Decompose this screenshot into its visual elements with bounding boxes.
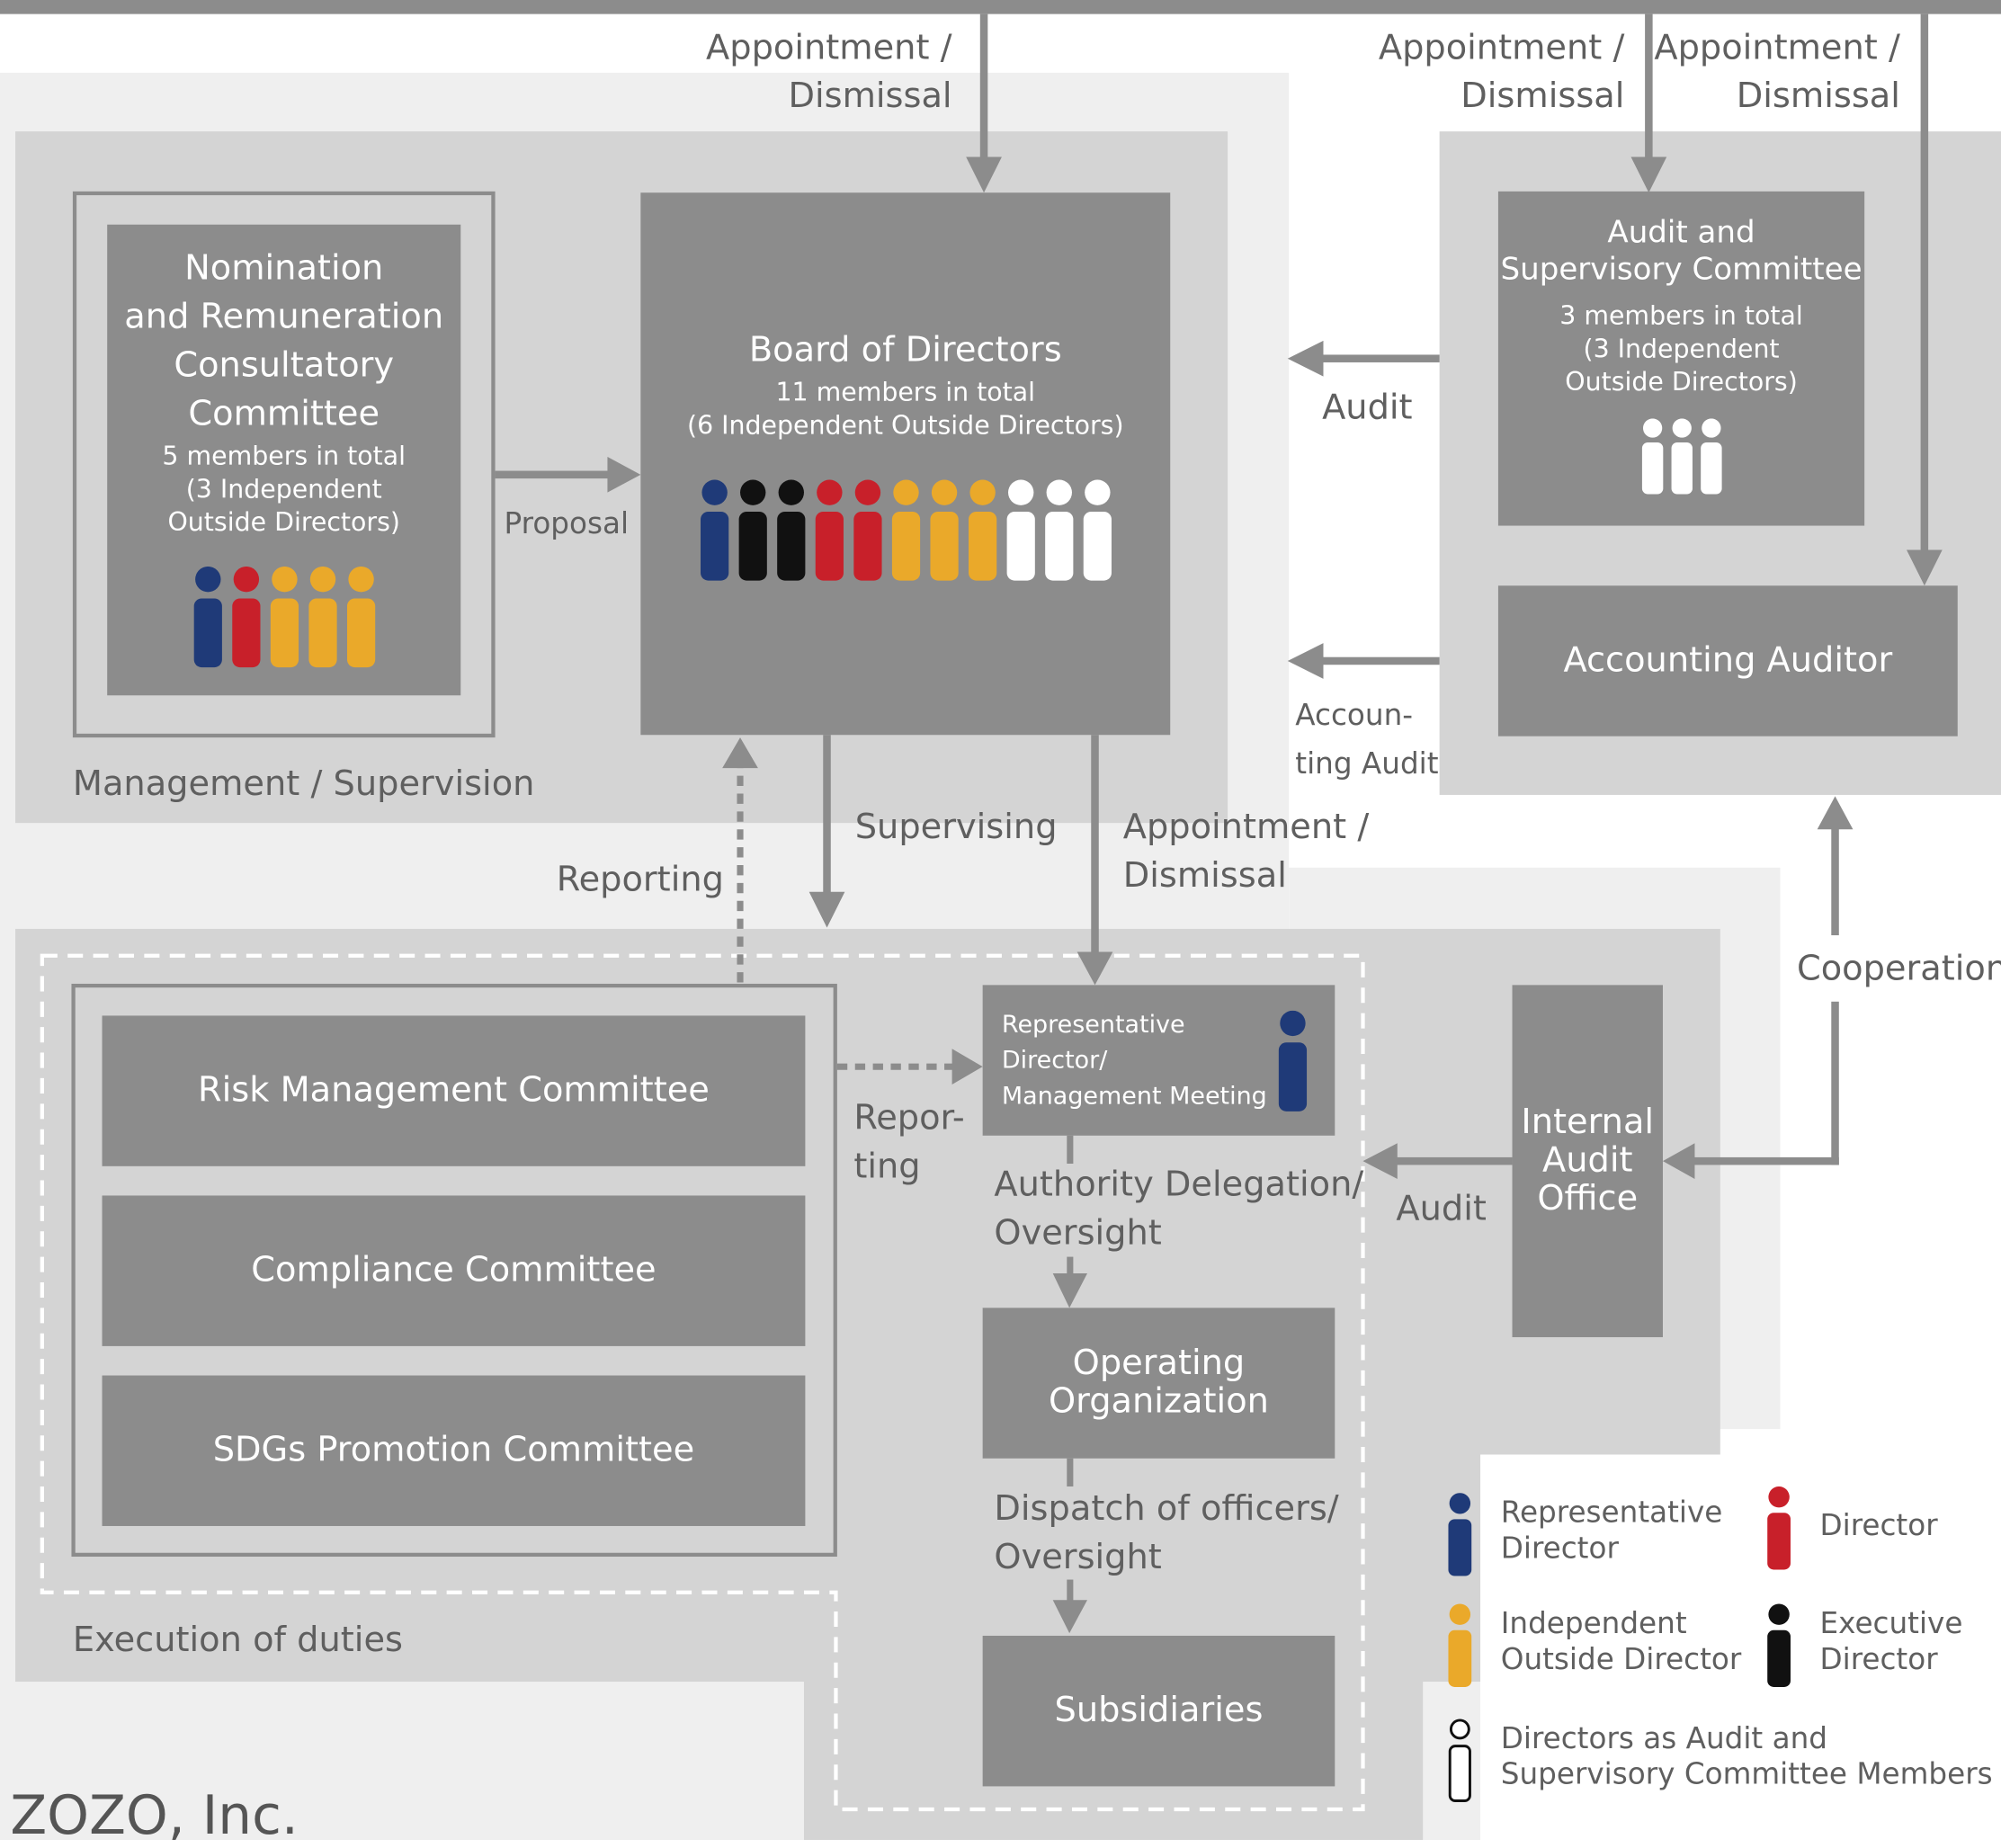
management-section-label: Management / Supervision <box>72 763 535 804</box>
risk-management-label: Risk Management Committee <box>198 1070 710 1111</box>
label-audit-top: Audit <box>1322 388 1413 428</box>
accounting-auditor-label: Accounting Auditor <box>1563 640 1893 681</box>
audit-member-outline-person-icon <box>1448 1719 1471 1802</box>
legend-icon-representative <box>1447 1493 1472 1582</box>
representative-person-icon <box>192 566 222 668</box>
director-person-icon <box>1767 1486 1791 1570</box>
sdgs-label: SDGs Promotion Committee <box>212 1430 695 1470</box>
audit-member-person-icon <box>1083 479 1112 581</box>
execution-section-label: Execution of duties <box>72 1620 403 1660</box>
audit-member-person-icon <box>1044 479 1073 581</box>
internal-audit-label: Internal Audit Office <box>1521 1102 1655 1219</box>
top-rule <box>0 0 2001 14</box>
audit-committee-title: Audit and Supervisory Committee <box>1500 214 1863 288</box>
internal-audit-office: Internal Audit Office <box>1512 985 1663 1337</box>
director-person-icon <box>853 479 881 581</box>
independent-person-icon <box>346 566 375 668</box>
board-figures <box>699 479 1112 582</box>
label-dispatch: Dispatch of officers/ Oversight <box>994 1488 1339 1577</box>
legend-label-representative: Representative Director <box>1500 1496 1723 1566</box>
representative-person-icon <box>1448 1493 1472 1576</box>
compliance-label: Compliance Committee <box>251 1250 657 1290</box>
director-person-icon <box>231 566 260 668</box>
legend-area <box>1480 1454 2001 1840</box>
nomination-title: Nomination and Remuneration Consultatory… <box>124 248 444 434</box>
operating-organization: Operating Organization <box>982 1308 1335 1459</box>
nomination-frame <box>72 191 496 738</box>
committees-frame <box>71 983 837 1558</box>
director-person-icon <box>815 479 844 581</box>
legend-icon-director <box>1766 1486 1791 1576</box>
label-reporting: Reporting <box>556 860 724 900</box>
operating-org-label: Operating Organization <box>1048 1344 1269 1422</box>
label-reporting-small: Repor- ting <box>853 1098 965 1187</box>
label-cooperation: Cooperation <box>1796 949 2001 989</box>
executive-person-icon <box>1767 1603 1791 1687</box>
compliance-committee: Compliance Committee <box>102 1195 806 1346</box>
legend-label-independent: Independent Outside Director <box>1500 1607 1742 1677</box>
subsidiaries-label: Subsidiaries <box>1054 1690 1264 1730</box>
label-audit-bottom: Audit <box>1396 1189 1487 1229</box>
label-appointment-top-left: Appointment / Dismissal <box>706 28 952 117</box>
independent-person-icon <box>308 566 336 668</box>
legend-label-director: Director <box>1819 1509 1938 1543</box>
audit-committee-members: 3 members in total (3 Independent Outsid… <box>1559 299 1803 397</box>
company-name: ZOZO, Inc. <box>10 1783 299 1847</box>
executive-person-icon <box>776 479 805 581</box>
board-of-directors: Board of Directors 11 members in total (… <box>640 192 1171 736</box>
independent-person-icon <box>968 479 996 581</box>
executive-person-icon <box>737 479 767 581</box>
independent-person-icon <box>1448 1603 1472 1687</box>
audit-member-person-icon <box>1700 418 1721 495</box>
legend-icon-independent <box>1447 1603 1472 1693</box>
representative-person-icon <box>1278 1010 1308 1111</box>
legend-icon-executive <box>1766 1603 1791 1693</box>
audit-member-person-icon <box>1641 418 1663 495</box>
label-supervising: Supervising <box>854 808 1058 848</box>
rep-director-figure <box>1277 1010 1308 1118</box>
board-title: Board of Directors <box>748 330 1062 370</box>
independent-person-icon <box>891 479 920 581</box>
audit-member-person-icon <box>1670 418 1693 495</box>
audit-supervisory-committee: Audit and Supervisory Committee 3 member… <box>1497 191 1865 526</box>
legend-label-audit-member: Directors as Audit and Supervisory Commi… <box>1500 1722 1993 1792</box>
nomination-committee: Nomination and Remuneration Consultatory… <box>107 224 461 696</box>
nomination-figures <box>192 566 376 669</box>
audit-member-person-icon <box>1005 479 1035 581</box>
sdgs-committee: SDGs Promotion Committee <box>102 1375 806 1526</box>
rep-director-meeting: Representative Director/ Management Meet… <box>982 985 1335 1136</box>
nomination-members: 5 members in total (3 Independent Outsid… <box>162 440 406 538</box>
rep-director-meeting-label: Representative Director/ Management Meet… <box>1001 1010 1267 1111</box>
independent-person-icon <box>270 566 299 668</box>
accounting-auditor: Accounting Auditor <box>1497 585 1958 737</box>
board-members: 11 members in total (6 Independent Outsi… <box>687 376 1124 441</box>
representative-person-icon <box>700 479 728 581</box>
legend-icon-audit-member <box>1447 1719 1472 1808</box>
label-appointment-bottom: Appointment / Dismissal <box>1122 808 1370 897</box>
label-authority-delegation: Authority Delegation/ Oversight <box>994 1165 1364 1254</box>
risk-management-committee: Risk Management Committee <box>102 1015 806 1166</box>
legend-label-executive: Executive Director <box>1819 1607 1963 1677</box>
label-appointment-top-right: Appointment / Dismissal <box>1654 28 1900 117</box>
label-appointment-top-mid: Appointment / Dismissal <box>1378 28 1625 117</box>
label-proposal: Proposal <box>504 507 630 541</box>
subsidiaries: Subsidiaries <box>982 1635 1335 1787</box>
independent-person-icon <box>929 479 958 581</box>
label-accounting-audit: Accoun- ting Audit <box>1295 699 1439 781</box>
audit-committee-figures <box>1640 418 1722 495</box>
